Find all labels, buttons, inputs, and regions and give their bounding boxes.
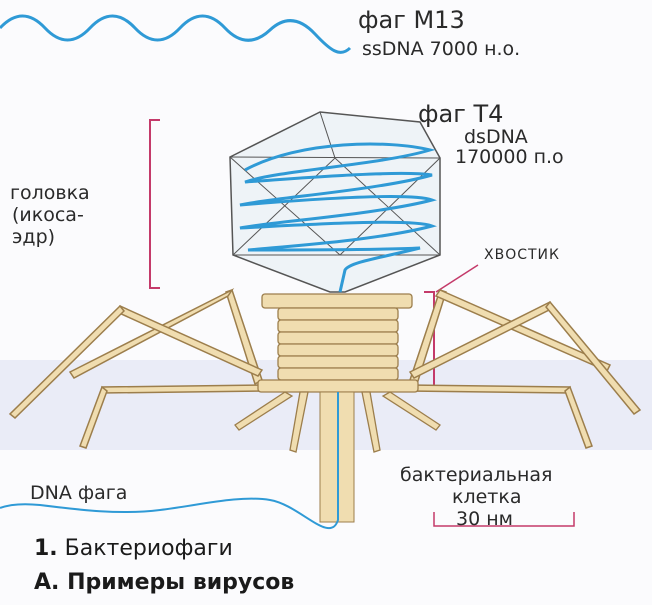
m13-dna-strand (0, 16, 350, 52)
figure-number: 1. (34, 536, 58, 561)
phage-head (230, 112, 440, 292)
t4-genome-size: 170000 п.о (455, 146, 564, 168)
t4-genome-type: dsDNA (464, 126, 528, 148)
figure-title: Бактериофаги (65, 536, 233, 561)
m13-genome: ssDNA 7000 н.о. (362, 38, 520, 60)
figure-caption: 1. Бактериофаги (34, 536, 233, 561)
tail-sheath (258, 294, 418, 392)
cell-label-line2: клетка (452, 486, 522, 508)
head-label-line1: головка (10, 182, 90, 204)
scale-label: 30 нм (456, 508, 513, 530)
head-label-line2: (икоса- (12, 204, 84, 226)
section-caption: А. Примеры вирусов (34, 570, 294, 595)
head-bracket (150, 120, 160, 288)
section-letter: А. (34, 570, 59, 595)
m13-name: фаг M13 (358, 6, 465, 34)
cell-label-line1: бактериальная (400, 464, 552, 486)
head-label-line3: эдр) (12, 226, 55, 248)
section-title: Примеры вирусов (67, 570, 294, 595)
phage-dna-label: DNA фага (30, 482, 127, 504)
tail-label: хвостик (484, 247, 560, 263)
tail-pointer (436, 265, 478, 292)
t4-name: фаг T4 (418, 100, 503, 128)
